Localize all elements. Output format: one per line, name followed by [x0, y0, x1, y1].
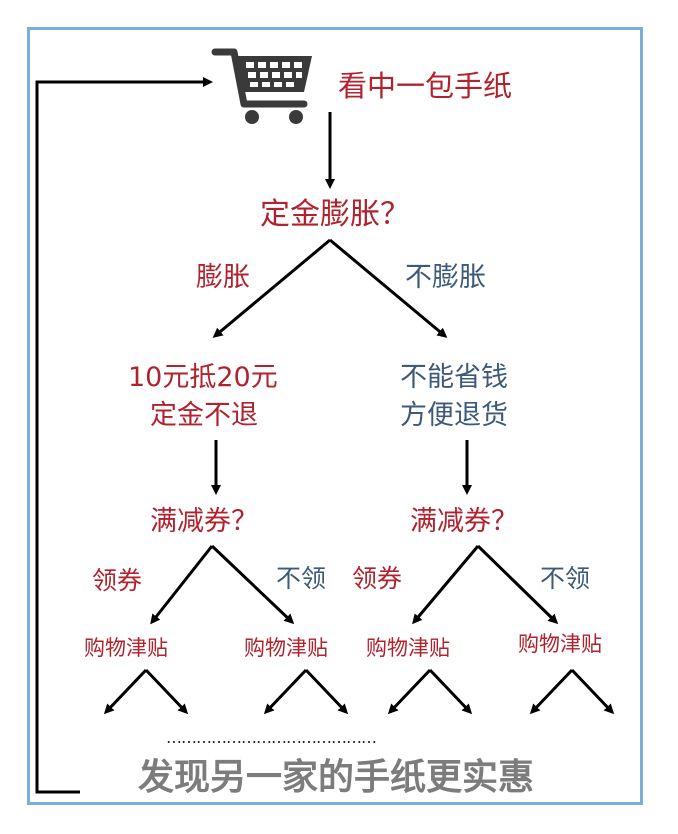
arrow-q1-right — [329, 238, 448, 338]
arrow-s2-right — [304, 668, 349, 715]
subsidy-2: 购物津贴 — [244, 636, 328, 660]
branch-label-inflate: 膨胀 — [196, 262, 250, 293]
arrow-q2l-left — [150, 545, 214, 625]
shopping-cart-icon — [211, 48, 312, 124]
arrow-q2r-left — [412, 545, 480, 625]
arrow-q2l-right — [210, 544, 295, 625]
arrow-s3-right — [428, 668, 473, 715]
right-result-line2: 方便退货 — [400, 400, 508, 431]
right-result-line1: 不能省钱 — [400, 362, 508, 393]
label-no-coupon-right: 不领 — [540, 564, 591, 593]
branch-label-not-inflate: 不膨胀 — [405, 262, 486, 293]
question-coupon-right: 满减券？ — [410, 506, 518, 537]
question-deposit-inflation: 定金膨胀？ — [260, 197, 410, 232]
left-result-line1: 10元抵20元 — [128, 362, 278, 393]
node-top: 看中一包手纸 — [338, 69, 513, 103]
arrow-q2r-right — [476, 544, 559, 625]
label-take-coupon-left: 领券 — [92, 566, 143, 595]
diagram-frame — [27, 27, 643, 805]
continuation-ellipsis: …………………………………… — [166, 728, 377, 747]
subsidy-4: 购物津贴 — [518, 632, 602, 656]
subsidy-3: 购物津贴 — [366, 636, 450, 660]
bottom-conclusion: 发现另一家的手纸更实惠 — [138, 757, 535, 798]
question-coupon-left: 满减券？ — [150, 506, 258, 537]
label-no-coupon-left: 不领 — [276, 564, 327, 593]
arrow-s3-left — [387, 668, 432, 715]
arrow-s4-right — [570, 668, 615, 715]
left-result-line2: 定金不退 — [150, 400, 258, 431]
arrow-s1-left — [103, 668, 148, 715]
label-take-coupon-right: 领券 — [352, 564, 403, 593]
arrow-s4-left — [529, 668, 574, 715]
arrow-s1-right — [144, 668, 189, 715]
arrow-q1-left — [212, 238, 331, 338]
loop-back-line — [35, 77, 213, 794]
arrow-s2-left — [263, 668, 308, 715]
subsidy-1: 购物津贴 — [84, 636, 168, 660]
